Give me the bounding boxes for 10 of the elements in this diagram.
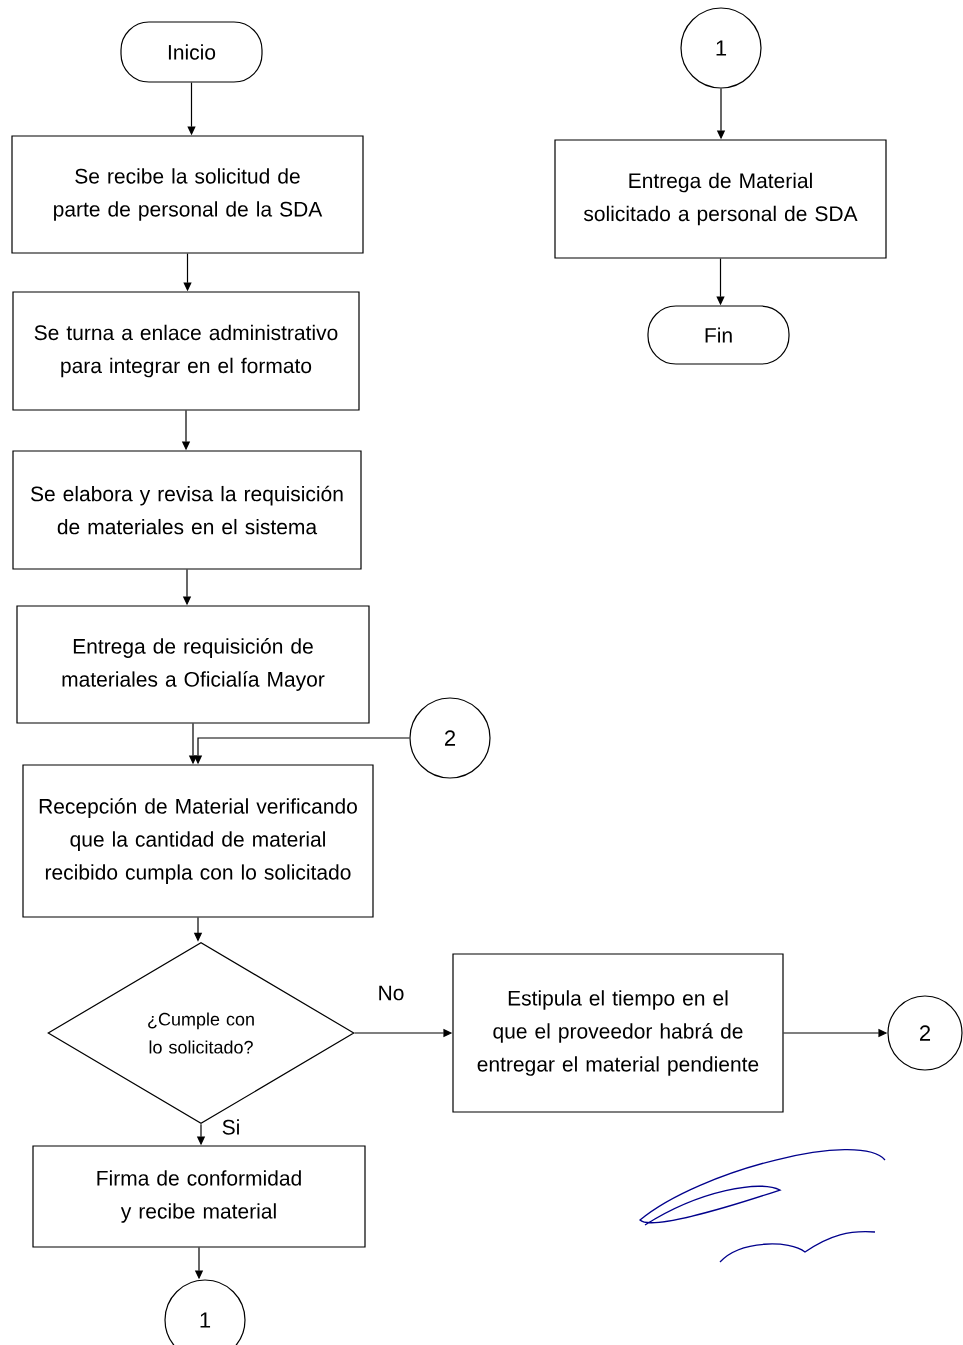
- process-box: Se elabora y revisa la requisición de materiales en el sistema: [12, 450, 362, 570]
- process-box: Firma de conformidad y recibe material: [32, 1145, 366, 1248]
- process-box: Entrega de Material solicitado a personal de SDA: [554, 139, 887, 259]
- terminal-box: Fin: [647, 305, 790, 365]
- process-box: Recepción de Material verificando que la cantidad de material recibido cumpla con lo solicitado: [22, 764, 374, 918]
- process-box: Se turna a enlace administrativo para integrar en el formato: [12, 291, 360, 411]
- process-box: Se recibe la solicitud de parte de personal de la SDA: [11, 135, 364, 254]
- terminal-box: Inicio: [120, 21, 263, 83]
- process-box: Entrega de requisición de materiales a Oficialía Mayor: [16, 605, 370, 724]
- process-box: Estipula el tiempo en el que el proveedor habrá de entregar el material pendiente: [452, 953, 784, 1113]
